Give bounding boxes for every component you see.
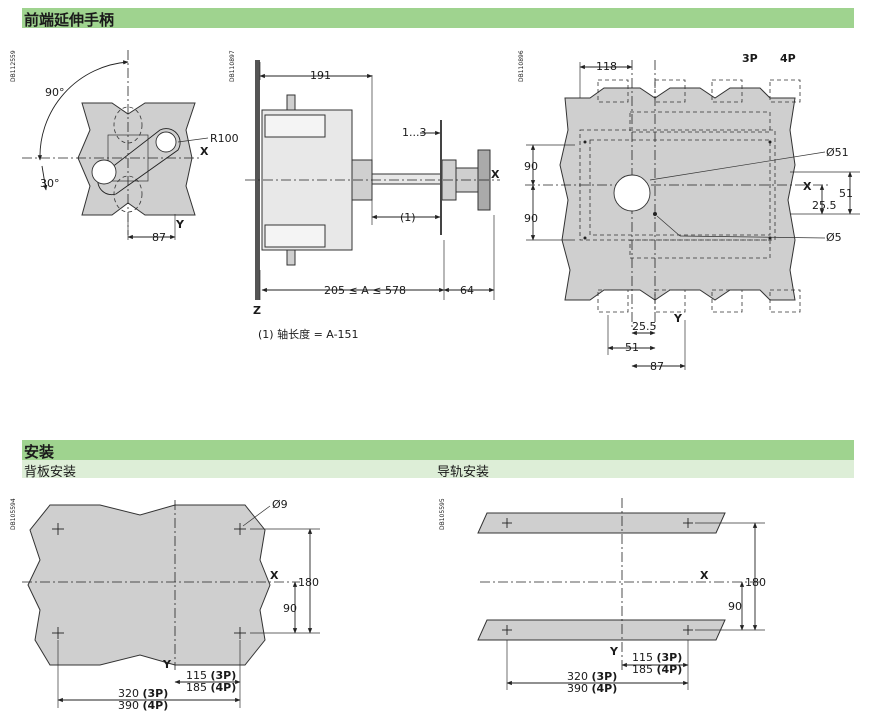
dim-90-label: 90 (283, 602, 297, 615)
front-drilling-drawing: 118 3P 4P Ø51 Ø5 90 90 X 51 25.5 25.5 51… (524, 52, 860, 373)
pole-4p-label: 4P (780, 52, 796, 65)
y-axis-label: Y (162, 658, 172, 671)
svg-text:115 (3P): 115 (3P) (632, 651, 682, 664)
width-185-label: 185 (186, 681, 207, 694)
dim-180-label: 180 (298, 576, 319, 589)
x-axis-label: X (803, 180, 812, 193)
width-390-label: 390 (118, 699, 139, 712)
dim-90-lower-label: 90 (524, 212, 538, 225)
svg-text:390 (4P): 390 (4P) (118, 699, 168, 712)
width-185-label: 185 (632, 663, 653, 676)
x-axis-label: X (700, 569, 709, 582)
diameter-9-label: Ø9 (272, 498, 288, 511)
width-115-label: 115 (186, 669, 207, 682)
svg-text:390 (4P): 390 (4P) (567, 682, 617, 695)
pole-4p-label: (4P) (211, 681, 237, 694)
dim-118-label: 118 (596, 60, 617, 73)
width-320-label: 320 (118, 687, 139, 700)
width-320-label: 320 (567, 670, 588, 683)
handle-side-view-drawing: 191 1...3 (1) X Z 205 ≤ A ≤ 578 64 (1) 轴… (245, 60, 500, 341)
radius-label: R100 (210, 132, 239, 145)
pole-3p-bottom-label: (3P) (143, 687, 169, 700)
x-axis-label: X (200, 145, 209, 158)
drawing-code-3: DB110896 (518, 50, 525, 82)
svg-text:115 (3P): 115 (3P) (186, 669, 236, 682)
back-plate-mounting-drawing: Ø9 X Y 180 90 115 (3P) 185 (4P) 320 (3P)… (22, 498, 320, 712)
dim-25-5-vertical-label: 25.5 (812, 199, 837, 212)
width-390-label: 390 (567, 682, 588, 695)
diameter-51-label: Ø51 (826, 146, 849, 159)
rail-mounting-drawing: X Y 180 90 115 (3P) 185 (4P) 320 (3P) 39… (477, 498, 766, 695)
dim-51-vertical-label: 51 (839, 187, 853, 200)
section-title-extended-handle: 前端延伸手柄 (24, 11, 115, 29)
dim-90-upper-label: 90 (524, 160, 538, 173)
svg-text:320 (3P): 320 (3P) (567, 670, 617, 683)
pole-4p-bottom-label: (4P) (592, 682, 618, 695)
dim-87-label: 87 (152, 231, 166, 244)
dim-range-label: 205 ≤ A ≤ 578 (324, 284, 406, 297)
pole-3p-label: (3P) (657, 651, 683, 664)
pole-4p-bottom-label: (4P) (143, 699, 169, 712)
drawing-code-4: DB105594 (10, 498, 17, 530)
x-axis-label: X (491, 168, 500, 181)
svg-text:320 (3P): 320 (3P) (118, 687, 168, 700)
angle-30-label: 30° (40, 177, 60, 190)
y-axis-label: Y (175, 218, 185, 231)
svg-text:185 (4P): 185 (4P) (186, 681, 236, 694)
sub-title-rail: 导轨安装 (437, 465, 490, 480)
section-header-mounting (22, 440, 854, 460)
diameter-5-label: Ø5 (826, 231, 842, 244)
pole-3p-label: (3P) (211, 669, 237, 682)
dim-25-5-horizontal-label: 25.5 (632, 320, 657, 333)
sub-title-back-plate: 背板安装 (24, 465, 77, 480)
x-axis-label: X (270, 569, 279, 582)
dim-191-label: 191 (310, 69, 331, 82)
drawing-code-5: DB105595 (439, 498, 446, 530)
y-axis-label: Y (673, 312, 683, 325)
section-header-extended-handle (22, 8, 854, 28)
drawing-code-1: DB112559 (10, 50, 17, 82)
mounting-hole-marks (52, 523, 246, 639)
dim-64-label: 64 (460, 284, 474, 297)
dim-1-3-label: 1...3 (402, 126, 427, 139)
shaft-length-footnote: (1) 轴长度 = A-151 (258, 327, 359, 341)
shaft-note-ref: (1) (400, 211, 416, 224)
y-axis-label: Y (609, 645, 619, 658)
dim-90-label: 90 (728, 600, 742, 613)
pole-4p-label: (4P) (657, 663, 683, 676)
dim-51-horizontal-label: 51 (625, 341, 639, 354)
handle-rotation-drawing: 90° 30° R100 X Y 87 (22, 50, 239, 244)
section-title-mounting: 安装 (24, 443, 55, 461)
sub-header-band (22, 460, 854, 478)
z-axis-label: Z (253, 304, 261, 317)
dim-180-label: 180 (745, 576, 766, 589)
svg-text:185 (4P): 185 (4P) (632, 663, 682, 676)
pole-3p-label: 3P (742, 52, 758, 65)
pole-3p-bottom-label: (3P) (592, 670, 618, 683)
rail-hole-marks (502, 518, 693, 635)
dim-87-label: 87 (650, 360, 664, 373)
width-115-label: 115 (632, 651, 653, 664)
drawing-code-2: DB110897 (229, 50, 236, 82)
angle-90-label: 90° (45, 86, 65, 99)
